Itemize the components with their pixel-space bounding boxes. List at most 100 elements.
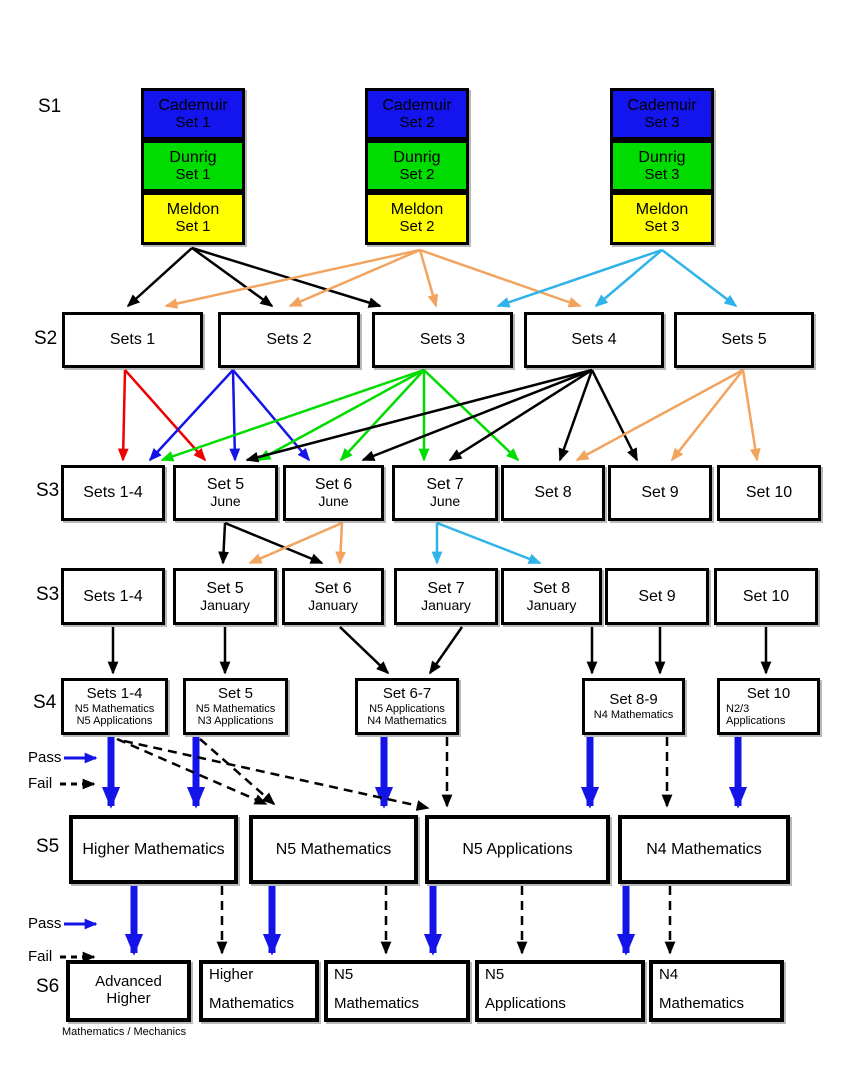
s1-cademuir-set1-label: Set 1 (175, 113, 211, 131)
s4-sets-1-4-label: N5 Mathematics (74, 702, 155, 715)
row-label-s5: S5 (36, 836, 60, 857)
s2-sets-4-label: Sets 4 (571, 331, 617, 349)
edge-orange-solid-27 (741, 369, 761, 462)
s4-sets-1-4-label: N5 Applications (76, 714, 153, 727)
s2-sets-2: Sets 2 (218, 312, 360, 368)
s2-sets-1-label: Sets 1 (109, 331, 156, 349)
edge-black-solid-29 (224, 521, 324, 565)
s2-sets-1: Sets 1 (62, 312, 203, 368)
s3-june-set-10: Set 10 (717, 465, 821, 521)
s5-n5-applications-label: N5 Applications (462, 840, 573, 858)
row-label-s2: S2 (34, 328, 58, 349)
edge-black-solid-2 (191, 246, 382, 308)
s1-dunrig-set1-label: Set 1 (175, 165, 211, 183)
edge-black-solid-37 (428, 626, 464, 675)
s2-sets-5: Sets 5 (674, 312, 814, 368)
edge-red-solid-10 (117, 369, 129, 462)
edge-black-solid-28 (218, 522, 229, 565)
s6-higher-mathematics-label: Mathematics (209, 995, 295, 1013)
s1-cademuir-set3-label: Cademuir (627, 96, 697, 114)
s4-set-6-7-label: N5 Applications (369, 702, 445, 715)
edge-green-solid-19 (423, 369, 520, 462)
s4-set-5-label: N3 Applications (197, 714, 274, 727)
s3-jan-set-10-label: Set 10 (742, 587, 790, 605)
legend-fail-label-2: Fail (28, 948, 53, 965)
s2-sets-2-label: Sets 2 (266, 331, 312, 349)
s4-set-10-label: Applications (726, 714, 786, 727)
edge-black-solid-24 (590, 369, 639, 462)
edge-orange-solid-3 (164, 248, 421, 309)
s6-advanced-higher-label: Advanced (95, 973, 162, 991)
edge-black-solid-0 (126, 247, 193, 308)
s1-meldon-set1-label: Meldon (166, 201, 220, 219)
s5-n5-applications: N5 Applications (425, 815, 610, 884)
edge-green-solid-17 (339, 369, 425, 462)
s6-n5-mathematics-label: N5 (334, 966, 354, 983)
edge-black-fail-46 (116, 737, 268, 806)
edge-black-solid-36 (339, 626, 390, 675)
s3-jan-set-8-label: January (526, 596, 577, 613)
s3-jan-sets-1-4: Sets 1-4 (61, 568, 165, 625)
s1-cademuir-set1-label: Cademuir (158, 96, 228, 114)
row-label-s1: S1 (38, 96, 62, 117)
edge-orange-solid-25 (575, 368, 744, 462)
edge-orange-solid-30 (248, 521, 343, 565)
s2-sets-5-label: Sets 5 (721, 331, 767, 349)
edge-black-solid-1 (191, 246, 274, 308)
s3-june-set-8: Set 8 (501, 465, 605, 521)
s3-jan-set-9: Set 9 (605, 568, 709, 625)
s3-jan-set-7-label: Set 7 (427, 579, 465, 597)
s4-set-10-label: N2/3 (726, 702, 750, 715)
s3-june-set-6-label: June (318, 493, 349, 510)
s6-n4-mathematics-label: Mathematics (659, 995, 745, 1013)
row-label-s4: S4 (33, 692, 57, 713)
s3-jan-set-5-label: Set 5 (206, 579, 244, 597)
s3-june-set-5-label: Set 5 (206, 476, 245, 494)
s3-jan-set-6-label: Set 6 (314, 579, 352, 597)
s4-set-8-9-label: Set 8-9 (609, 690, 658, 708)
s4-set-10-label: Set 10 (746, 684, 791, 702)
edge-black-solid-21 (361, 368, 593, 462)
s3-jan-set-5-label: January (200, 596, 250, 613)
s6-n5-applications-label: Applications (485, 995, 566, 1013)
s3-june-set-7-label: Set 7 (426, 476, 464, 494)
edge-black-fail-47 (123, 739, 430, 811)
s3-june-sets-1-4-label: Sets 1-4 (83, 484, 143, 502)
s5-n5-mathematics-label: N5 Mathematics (275, 840, 392, 858)
s1-dunrig-set3-label: Set 3 (644, 165, 680, 183)
s1-cademuir-set3-label: Set 3 (644, 113, 680, 131)
row-label-s3-june: S3 (36, 480, 60, 501)
s2-sets-3: Sets 3 (372, 312, 513, 368)
s3-jan-set-6-label: January (308, 596, 358, 613)
s3-june-set-5-label: June (210, 493, 241, 510)
s2-sets-3-label: Sets 3 (419, 331, 466, 349)
s6-higher-mathematics-label: Higher (209, 966, 254, 983)
s1-dunrig-set2-label: Set 2 (399, 165, 435, 183)
s6-n5-applications-label: N5 (485, 966, 505, 983)
legend-fail-label-1: Fail (28, 775, 53, 792)
s1-meldon-set2-label: Meldon (390, 201, 444, 219)
s1-meldon-set1-label: Set 1 (175, 218, 211, 236)
advanced-higher-footnote: Mathematics / Mechanics (62, 1026, 187, 1038)
s2-sets-4: Sets 4 (524, 312, 664, 368)
s3-june-set-6-label: Set 6 (314, 476, 353, 494)
s3-june-set-10-label: Set 10 (745, 484, 793, 502)
s3-jan-sets-1-4-label: Sets 1-4 (83, 587, 143, 605)
